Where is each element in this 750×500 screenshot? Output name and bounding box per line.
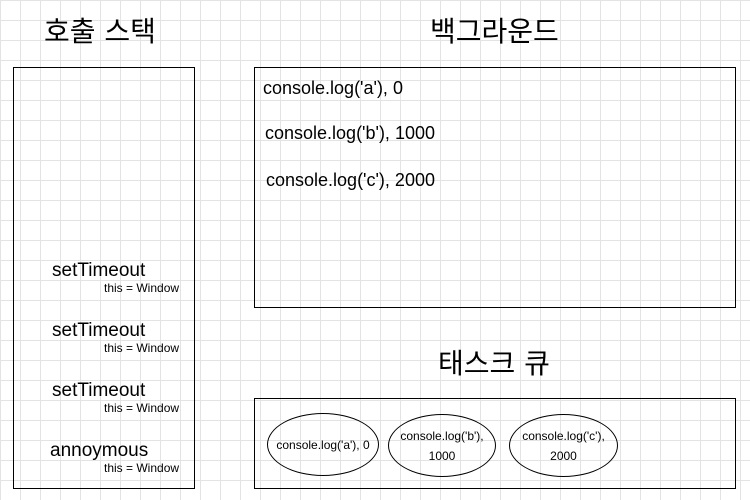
frame-this-binding: this = Window (104, 401, 180, 415)
background-title: 백그라운드 (430, 15, 559, 48)
frame-function-name: setTimeout (52, 260, 146, 281)
frame-function-name: setTimeout (52, 320, 146, 341)
frame-this-binding: this = Window (104, 341, 180, 355)
call-stack-title: 호출 스택 (44, 15, 156, 48)
task-queue-title: 태스크 큐 (438, 347, 550, 380)
call-stack-box (13, 67, 195, 489)
task-item-label: console.log('c'), (522, 428, 605, 443)
frame-this-binding: this = Window (104, 461, 180, 475)
task-item-delay: 2000 (550, 448, 577, 463)
frame-function-name: annoymous (50, 440, 149, 461)
task-queue-item: console.log('a'), 0 (267, 413, 379, 476)
background-box (254, 67, 736, 308)
background-item: console.log('a'), 0 (263, 78, 403, 98)
task-item-label: console.log('b'), (400, 428, 484, 443)
task-queue-box (254, 398, 736, 489)
frame-this-binding: this = Window (104, 281, 180, 295)
task-item-delay: 1000 (428, 448, 456, 463)
background-item: console.log('c'), 2000 (266, 170, 435, 190)
task-queue-item: console.log('c'), 2000 (509, 414, 618, 477)
task-item-label: console.log('a'), 0 (276, 437, 370, 452)
task-queue-item: console.log('b'), 1000 (388, 414, 496, 477)
background-item: console.log('b'), 1000 (265, 123, 435, 143)
frame-function-name: setTimeout (52, 380, 146, 401)
